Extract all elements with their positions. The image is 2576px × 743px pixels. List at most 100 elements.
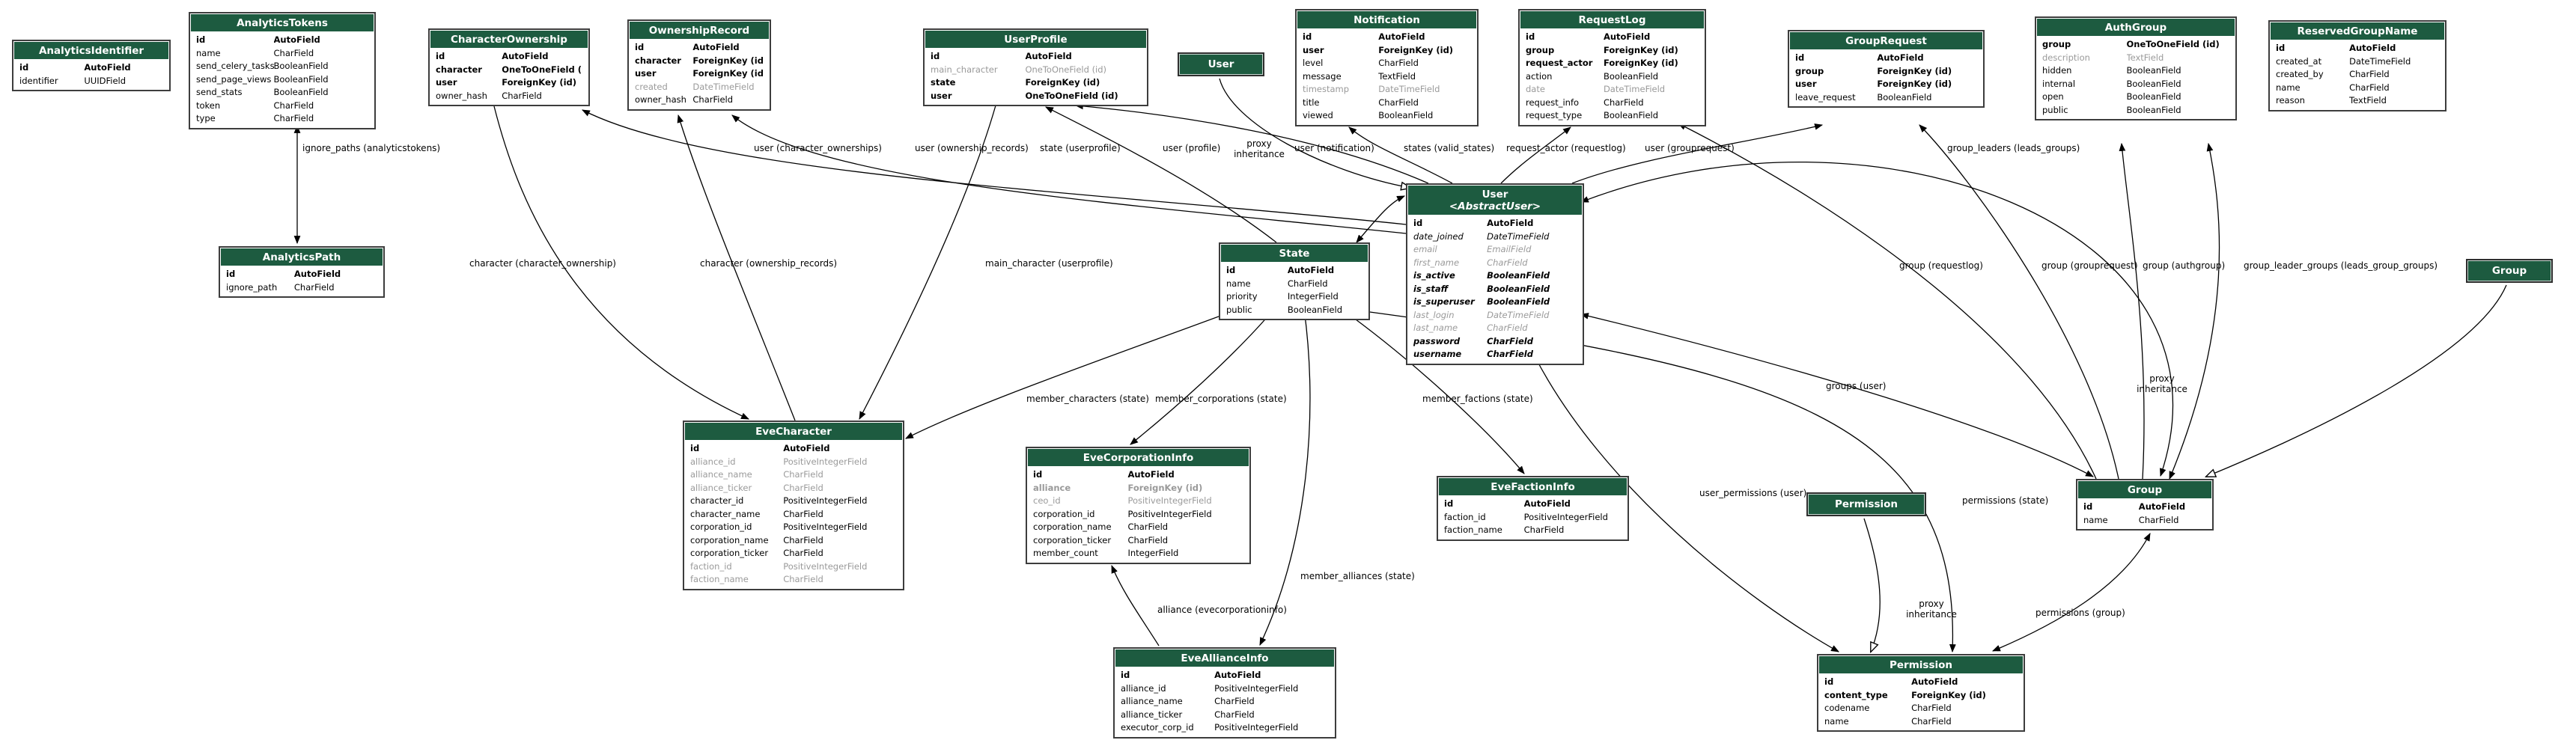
field-name: id: [1303, 31, 1312, 42]
field-name: alliance_name: [1121, 696, 1183, 706]
field-name: date: [1526, 84, 1545, 94]
field-name: member_count: [1033, 548, 1098, 558]
relation-edge: [859, 105, 996, 420]
field-name: owner_hash: [436, 90, 487, 101]
field-name: send_page_views: [196, 73, 272, 85]
field-row: identifier UUIDField: [13, 75, 169, 88]
field-name: faction_id: [690, 560, 732, 572]
field-name: is_superuser: [1413, 296, 1475, 307]
relation-edge: [1045, 106, 1277, 243]
field-name: id: [1444, 498, 1454, 509]
field-name: character: [436, 64, 482, 75]
field-type: DateTimeField: [1603, 84, 1666, 94]
field-type: BooleanField: [2126, 65, 2181, 76]
field-type: DateTimeField: [1378, 84, 1440, 94]
relation-edge: [1111, 564, 1160, 646]
field-type: CharField: [1378, 58, 1419, 68]
field-type: PositiveIntegerField: [783, 456, 868, 467]
field-type: AutoField: [84, 62, 131, 73]
field-name: identifier: [19, 75, 58, 86]
field-name: title: [1303, 97, 1320, 108]
field-type: ForeignKey (id): [1877, 79, 1952, 89]
field-name: action: [1526, 70, 1553, 82]
field-type: IntegerField: [1287, 291, 1339, 302]
field-type: BooleanField: [1487, 296, 1550, 307]
field-type: CharField: [2138, 514, 2179, 525]
field-type: CharField: [1911, 715, 1952, 727]
relation-edge: [731, 114, 1407, 234]
field-name: character_id: [690, 495, 744, 506]
edge-label: user (notification): [1294, 143, 1374, 153]
field-name: id: [436, 51, 445, 61]
field-row: name CharField: [2077, 514, 2212, 528]
field-name: id: [1226, 265, 1236, 275]
field-name: character_name: [690, 508, 761, 519]
field-type: EmailField: [1487, 244, 1532, 254]
field-name: corporation_id: [1033, 508, 1095, 519]
field-name: public: [2042, 104, 2068, 115]
table-name: State: [1279, 248, 1310, 260]
field-name: user: [1795, 79, 1817, 89]
field-name: open: [2042, 91, 2064, 102]
relation-edge: [1678, 123, 2097, 480]
table-name: EveFactionInfo: [1491, 481, 1575, 493]
field-name: state: [931, 77, 956, 88]
field-type: CharField: [1214, 696, 1255, 706]
table-name: UserProfile: [1004, 34, 1068, 46]
field-name: viewed: [1303, 110, 1333, 120]
field-type: BooleanField: [1603, 70, 1659, 82]
field-list: id AutoField identifier UUIDField: [13, 60, 169, 90]
field-name: id: [2083, 501, 2093, 512]
field-name: corporation_ticker: [690, 548, 769, 558]
edge-label: user (character_ownerships): [754, 143, 882, 153]
field-name: created_at: [2276, 55, 2322, 67]
edge-label: group (grouprequest): [2041, 260, 2138, 271]
field-name: id: [19, 62, 29, 73]
field-name: name: [2083, 514, 2108, 525]
field-row: id AutoField: [13, 61, 169, 75]
field-type: AutoField: [1523, 498, 1571, 509]
field-type: UUIDField: [84, 75, 127, 86]
field-type: ForeignKey (id): [692, 68, 764, 79]
field-name: main_character: [931, 64, 998, 75]
field-type: OneToOneField (id): [2126, 39, 2220, 49]
edge-label: alliance (evecorporationinfo): [1157, 605, 1287, 615]
proxy-model-user: User: [1178, 52, 1264, 76]
table-title-userprofile: UserProfile: [925, 30, 1147, 49]
table-title-requestlog: RequestLog: [1520, 10, 1705, 29]
field-row: action BooleanField: [1520, 70, 1705, 84]
field-name: id: [1121, 670, 1130, 680]
table-name: GroupRequest: [1845, 35, 1927, 47]
